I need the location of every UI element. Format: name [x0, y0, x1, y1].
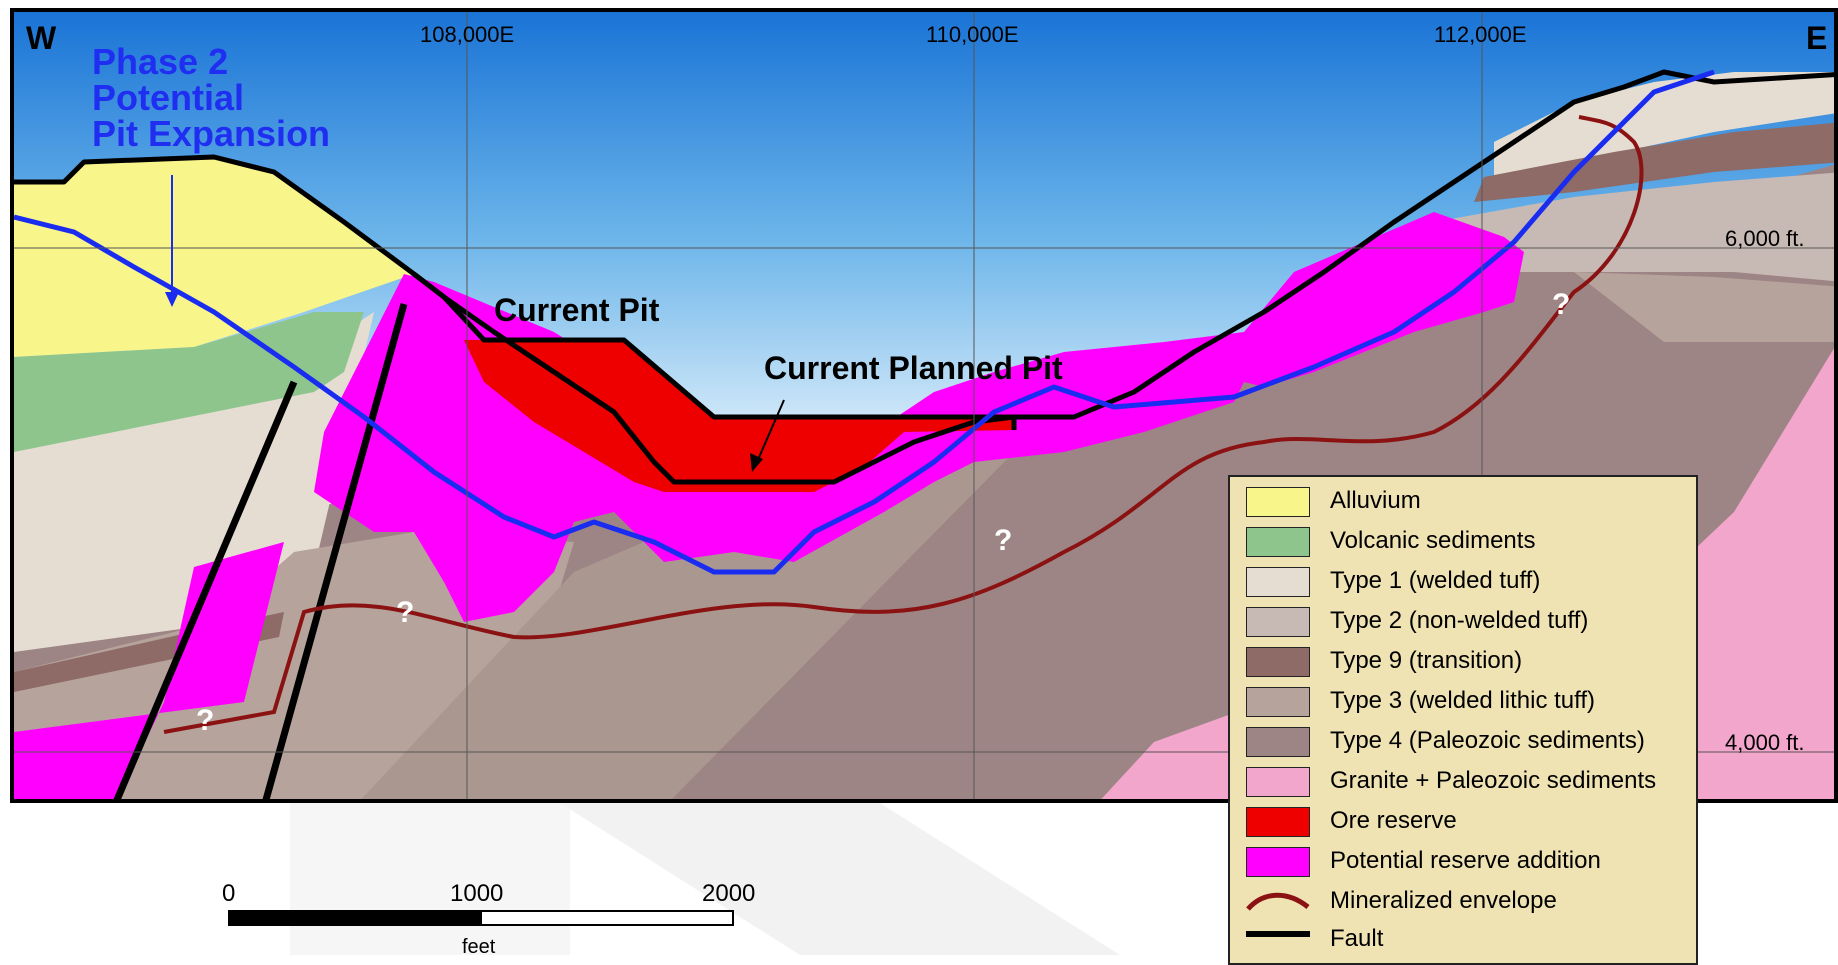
legend-panel: Alluvium Volcanic sediments Type 1 (weld…: [1228, 475, 1698, 965]
west-label: W: [26, 20, 57, 56]
volcanic-sediments-unit: [14, 312, 364, 452]
planned-pit-arrow: [756, 399, 785, 463]
legend-label: Mineralized envelope: [1330, 887, 1557, 914]
current-planned-pit-label: Current Planned Pit: [764, 350, 1063, 386]
scale-unit-label: feet: [462, 936, 496, 958]
scale-segment-filled: [228, 910, 482, 926]
alluvium-unit: [14, 157, 414, 357]
coordinate-label-112000e: 112,000E: [1434, 22, 1527, 47]
east-label: E: [1806, 20, 1828, 56]
coordinate-label-108000e: 108,000E: [420, 22, 515, 47]
uncertainty-mark: ?: [396, 596, 415, 629]
legend-swatch: [1246, 607, 1310, 637]
fault-line-1: [262, 303, 408, 799]
legend-label: Type 2 (non-welded tuff): [1330, 607, 1589, 634]
legend-swatch: [1246, 687, 1310, 717]
fault-icon: [1246, 931, 1310, 937]
legend-swatch: [1246, 527, 1310, 557]
scale-tick-0: 0: [222, 880, 236, 907]
legend-label: Type 3 (welded lithic tuff): [1330, 687, 1596, 714]
type2-unit-right: [1434, 172, 1834, 282]
type1-unit-right: [1494, 72, 1834, 182]
legend-swatch: [1246, 767, 1310, 797]
planned-pit-arrowhead: [750, 453, 763, 472]
legend-swatch: [1246, 727, 1310, 757]
legend-swatch: [1246, 847, 1310, 877]
coordinate-label-110000e: 110,000E: [926, 22, 1019, 47]
uncertainty-mark: ?: [1552, 288, 1571, 321]
scale-tick-2000: 2000: [702, 880, 756, 907]
legend-label: Alluvium: [1330, 487, 1421, 514]
legend-label: Fault: [1330, 925, 1384, 952]
legend-swatch: [1246, 567, 1310, 597]
ore-reserve: [464, 340, 1014, 492]
mineralized-envelope-icon: [1246, 892, 1310, 911]
phase2-label-line3: Pit Expansion: [92, 113, 331, 154]
type3-unit-right: [1574, 272, 1834, 342]
phase2-label-line2: Potential: [92, 77, 245, 118]
scale-segment-empty: [480, 910, 734, 926]
current-pit-label: Current Pit: [494, 292, 660, 328]
legend-label: Type 1 (welded tuff): [1330, 567, 1541, 594]
scale-tick-1000: 1000: [450, 880, 504, 907]
legend-label: Granite + Paleozoic sediments: [1330, 767, 1657, 794]
uncertainty-mark: ?: [994, 524, 1013, 557]
legend-swatch: [1246, 487, 1310, 517]
legend-label: Ore reserve: [1330, 807, 1457, 834]
phase2-label: Phase 2 Potential Pit Expansion: [92, 44, 330, 152]
elevation-label-4000: 4,000 ft.: [1725, 730, 1805, 755]
elevation-label-6000: 6,000 ft.: [1725, 226, 1805, 251]
legend-swatch: [1246, 647, 1310, 677]
fault-line-2: [113, 380, 298, 799]
mineralized-envelope: [163, 115, 1644, 734]
phase2-label-line1: Phase 2: [92, 41, 229, 82]
phase2-pit-expansion-outline: [14, 69, 1715, 575]
potential-reserve-fault-wedge: [14, 542, 284, 799]
uncertainty-mark: ?: [196, 704, 215, 737]
legend-swatch: [1246, 807, 1310, 837]
legend-label: Volcanic sediments: [1330, 527, 1536, 554]
legend-label: Type 4 (Paleozoic sediments): [1330, 727, 1645, 754]
current-pit-outline: [14, 69, 1834, 420]
phase2-arrowhead: [165, 292, 179, 307]
scale-bar: 0 1000 2000 feet: [222, 880, 755, 958]
cross-section-panel: W E 108,000E 110,000E 112,000E 6,000 ft.…: [10, 8, 1838, 803]
legend-label: Type 9 (transition): [1330, 647, 1523, 674]
legend-label: Potential reserve addition: [1330, 847, 1601, 874]
